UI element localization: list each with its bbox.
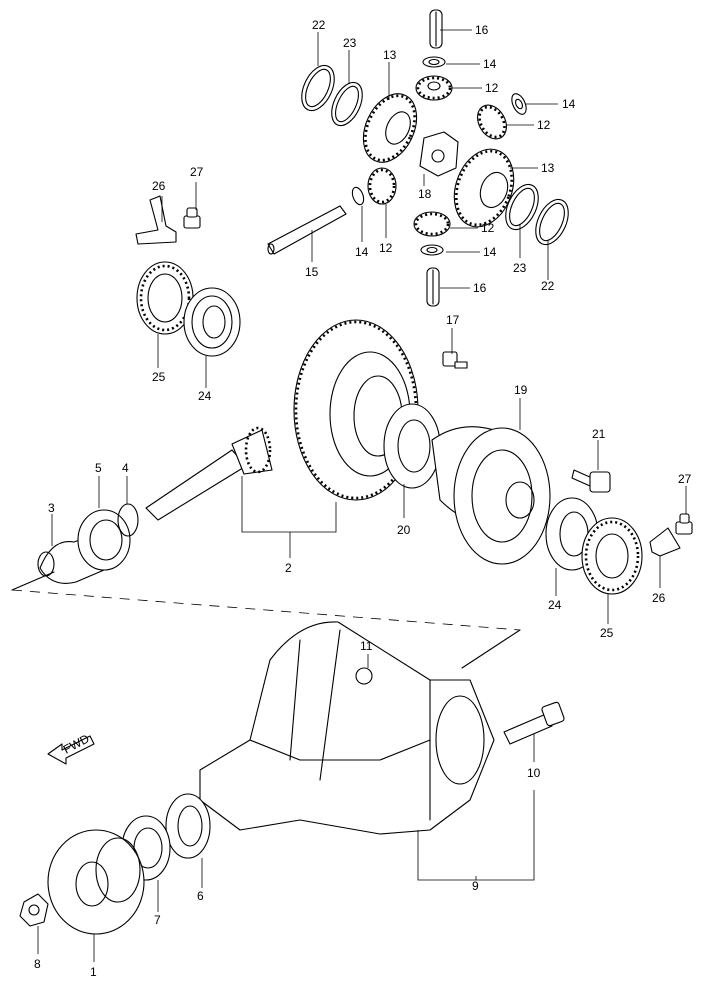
callout-4: 4: [122, 461, 129, 475]
callout-26: 26: [652, 591, 666, 605]
bolt-10: [503, 701, 565, 745]
callout-12: 12: [485, 81, 499, 95]
callout-23: 23: [343, 36, 357, 50]
callout-14: 14: [483, 245, 497, 259]
callout-25: 25: [152, 370, 166, 384]
callout-24: 24: [548, 598, 562, 612]
callout-7: 7: [154, 913, 161, 927]
shim-22-right: [535, 198, 569, 246]
callout-6: 6: [197, 889, 204, 903]
callout-23: 23: [513, 261, 527, 275]
callout-14: 14: [355, 245, 369, 259]
callout-10: 10: [527, 766, 541, 780]
callout-22: 22: [541, 279, 555, 293]
callout-27: 27: [190, 165, 204, 179]
breather-11: [355, 667, 373, 685]
callout-3: 3: [48, 501, 55, 515]
callout-13: 13: [541, 161, 555, 175]
bearing-24-left: [183, 287, 241, 357]
washer-14-right: [511, 93, 527, 115]
bearing-5: [77, 509, 131, 571]
callout-13: 13: [383, 48, 397, 62]
pin-16-bottom: [426, 267, 440, 307]
bearing-20: [383, 403, 441, 489]
callout-12: 12: [481, 221, 495, 235]
pinion-shaft-2: [145, 426, 273, 521]
bolt-27-left: [183, 207, 201, 229]
side-gear-13-top: [362, 93, 418, 163]
callout-9: 9: [472, 879, 479, 893]
callout-1: 1: [90, 965, 97, 979]
bearing-25-right: [581, 517, 643, 595]
oil-seal-6: [165, 793, 211, 859]
pinion-shaft-15: [267, 205, 347, 255]
side-gear-13-right: [453, 148, 515, 228]
leaders: [37, 29, 687, 962]
callout-14: 14: [483, 57, 497, 71]
shim-23-left: [331, 81, 363, 127]
bolt-21: [571, 469, 611, 493]
pin-16-top: [429, 9, 443, 49]
washer-14-left: [351, 186, 365, 206]
callout-26: 26: [152, 179, 166, 193]
flange-1: [47, 829, 145, 935]
callout-16: 16: [473, 281, 487, 295]
pinion-gear-12-left: [367, 167, 397, 205]
bearing-25-left: [136, 261, 194, 335]
callout-25: 25: [600, 626, 614, 640]
shim-22-left: [301, 64, 335, 112]
shim-4: [117, 503, 139, 537]
callout-21: 21: [592, 427, 606, 441]
callout-22: 22: [312, 18, 326, 32]
callout-24: 24: [198, 389, 212, 403]
cross-block-18: [419, 131, 459, 177]
callout-20: 20: [397, 523, 411, 537]
callout-19: 19: [514, 383, 528, 397]
bracket-26-left: [135, 195, 177, 245]
callout-12: 12: [379, 241, 393, 255]
washer-14-bottom: [420, 244, 444, 256]
divider-lines: [11, 571, 521, 669]
bolt-27-right: [675, 513, 693, 535]
pinion-gear-12-right: [477, 104, 507, 140]
callouts: 22 23 13 16 14 12 14 12 13 18 14 12 15 1…: [34, 18, 692, 979]
callout-11: 11: [360, 639, 373, 653]
callout-16: 16: [475, 23, 489, 37]
nut-8: [19, 893, 49, 927]
callout-17: 17: [446, 313, 460, 327]
callout-12: 12: [537, 118, 551, 132]
bracket-26-right: [649, 527, 681, 557]
bolt-17: [442, 351, 468, 369]
diff-housing-9: [199, 621, 495, 835]
fwd-arrow: FWD: [47, 731, 95, 765]
shim-23-right: [505, 183, 539, 231]
pinion-gear-12-bottom: [413, 211, 451, 237]
callout-5: 5: [95, 461, 102, 475]
callout-27: 27: [678, 472, 692, 486]
callout-14: 14: [562, 97, 576, 111]
diff-case-19: [431, 426, 551, 565]
callout-8: 8: [34, 957, 41, 971]
callout-2: 2: [285, 561, 292, 575]
washer-14-top: [422, 56, 446, 68]
callout-18: 18: [418, 187, 432, 201]
callout-15: 15: [305, 265, 319, 279]
pinion-gear-12-top: [415, 75, 453, 101]
